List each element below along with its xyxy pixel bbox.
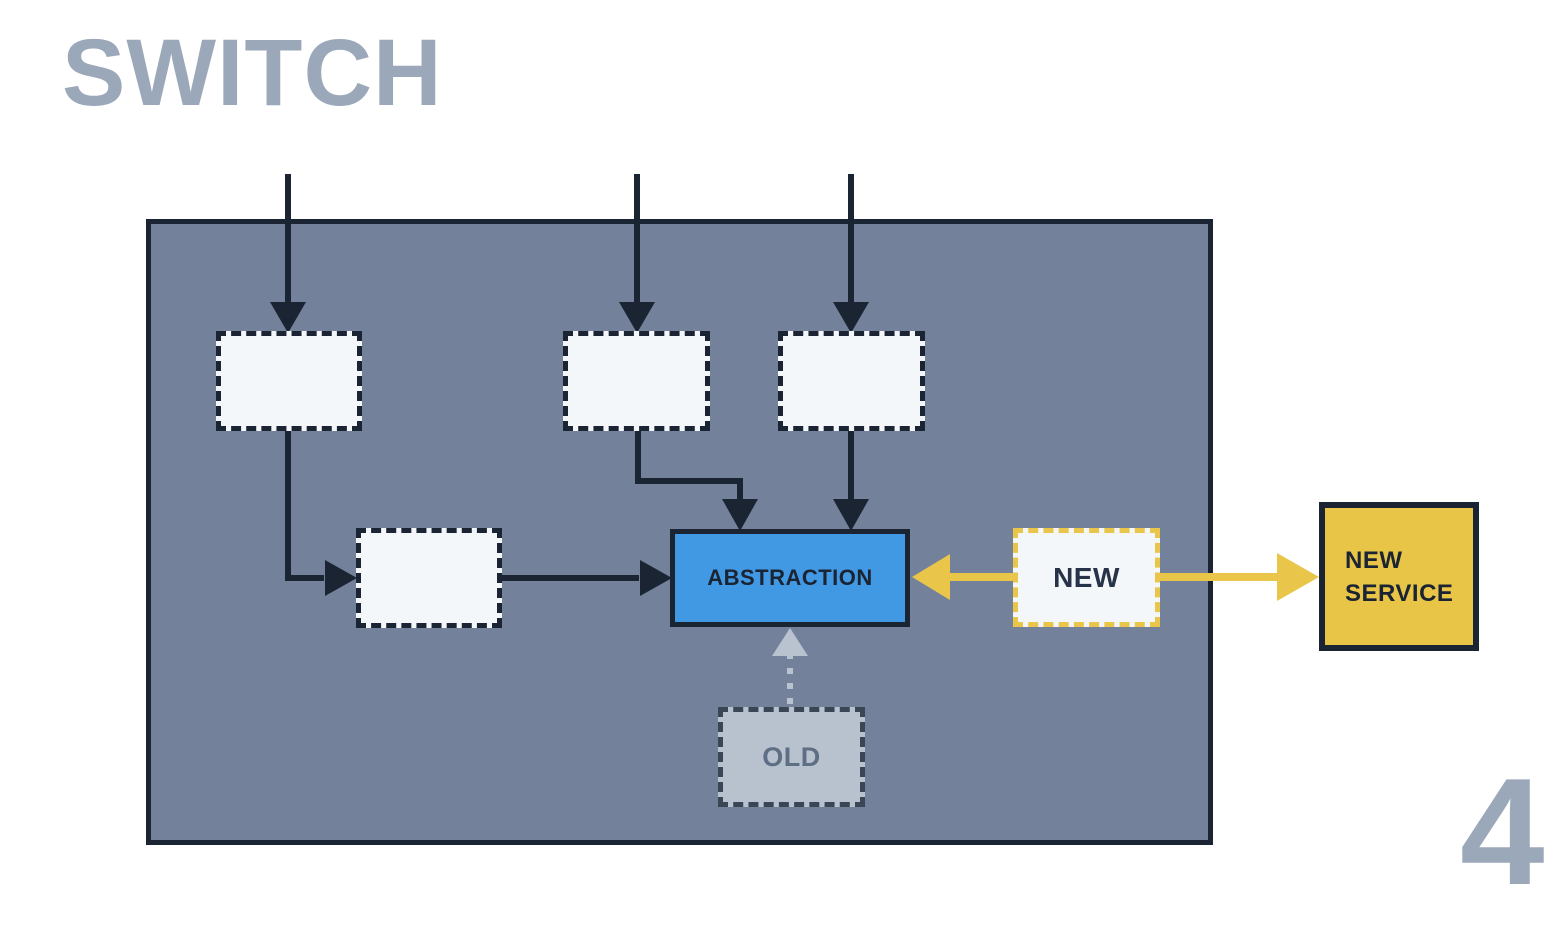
abstraction-box: ABSTRACTION: [670, 529, 910, 627]
placeholder-box-1: [216, 331, 362, 431]
old-label: OLD: [762, 741, 821, 772]
new-box: NEW: [1013, 528, 1160, 627]
page-number: 4: [1460, 747, 1545, 917]
new-service-box: NEW SERVICE: [1319, 502, 1479, 651]
placeholder-box-3: [778, 331, 925, 431]
new-label: NEW: [1053, 561, 1120, 593]
old-box: OLD: [718, 707, 865, 807]
new-service-label: NEW SERVICE: [1345, 546, 1454, 607]
placeholder-box-2: [563, 331, 710, 431]
abstraction-label: ABSTRACTION: [707, 565, 873, 590]
slide-title: SWITCH: [62, 20, 443, 126]
placeholder-box-4: [356, 528, 502, 628]
